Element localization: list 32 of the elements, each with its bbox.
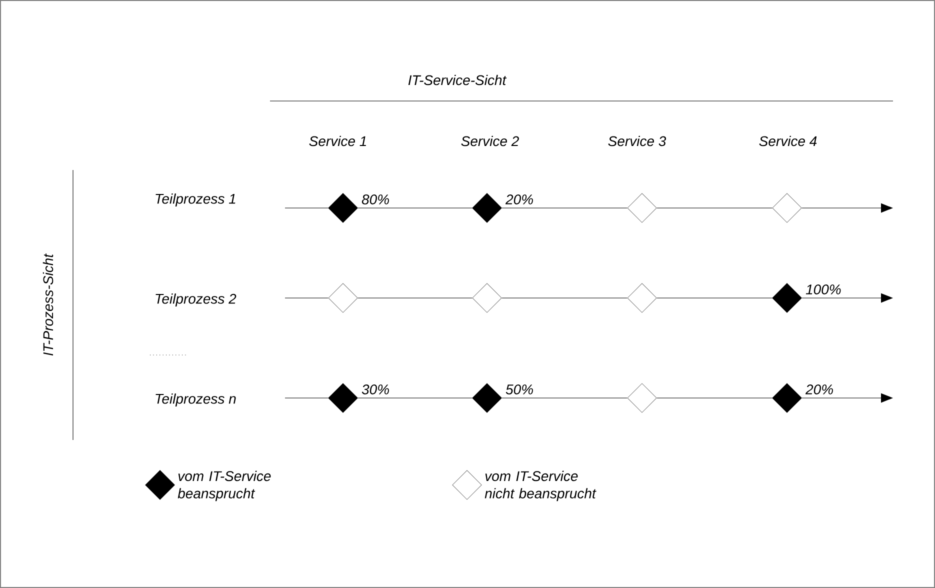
diamond-marker [472, 383, 502, 413]
axis-title: IT-Service-Sicht [408, 74, 507, 86]
connector-line [802, 393, 893, 403]
legend-text: vom IT-Service beansprucht [178, 470, 271, 502]
legend-text: vom IT-Service nicht beansprucht [484, 470, 596, 502]
edge-label: 30% [360, 383, 391, 396]
diamond-marker [772, 193, 802, 223]
diamond-marker [627, 383, 657, 413]
row-label: Teilprozess n [156, 393, 236, 407]
diamond-marker [472, 193, 502, 223]
edge-label: 50% [504, 383, 535, 396]
edge-label: 20% [504, 193, 535, 206]
diamond-marker [472, 283, 502, 313]
row-label: Teilprozess 2 [156, 293, 236, 307]
connector-line [802, 293, 893, 303]
edge-label: 100% [804, 283, 843, 296]
column-label: Teilprozess 1 [156, 193, 236, 207]
edge-label: 20% [804, 383, 835, 396]
column-label: Service 1 [309, 136, 366, 146]
diamond-marker [328, 193, 358, 223]
diamond-marker [328, 383, 358, 413]
axis-title: IT-Prozess-Sicht [42, 253, 54, 356]
diamond-marker [772, 283, 802, 313]
diamond-marker [627, 283, 657, 313]
diamond-marker [328, 283, 358, 313]
diamond-marker [772, 383, 802, 413]
column-label: Service 2 [461, 136, 519, 146]
column-label: Service 4 [759, 136, 817, 146]
connector-line [802, 203, 893, 213]
column-label: Service 3 [608, 136, 666, 146]
edge-label: 80% [360, 193, 391, 206]
diamond-marker [627, 193, 657, 223]
